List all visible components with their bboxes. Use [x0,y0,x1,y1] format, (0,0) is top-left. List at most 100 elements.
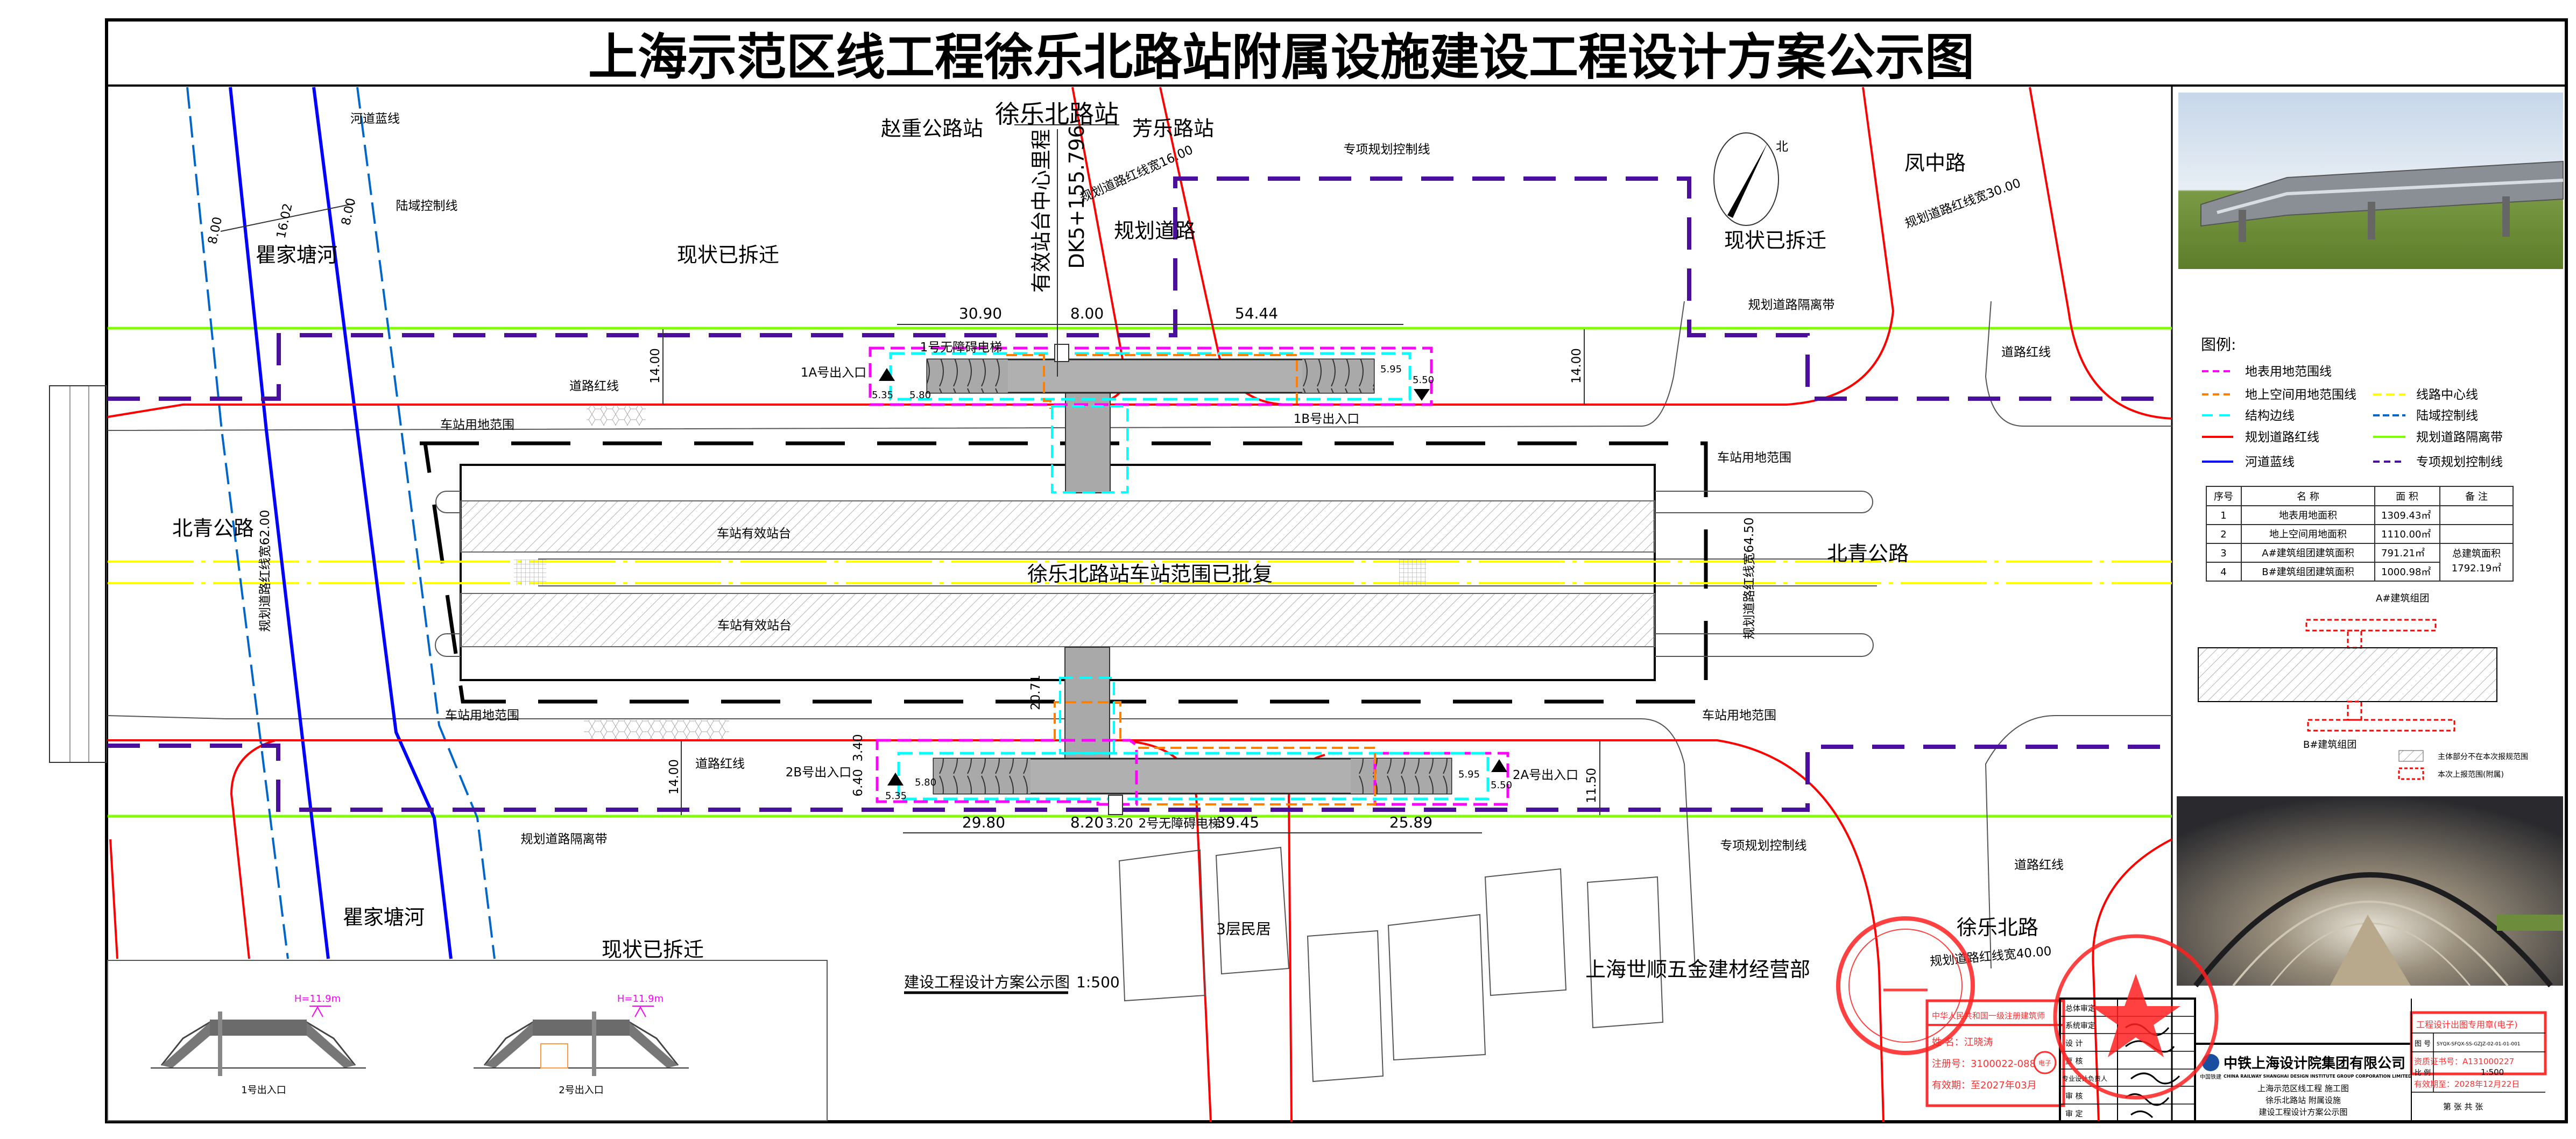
road-red-line-label-3: 道路红线 [695,757,745,771]
entrance-1a-label[interactable]: 1A号出入口 [801,366,866,380]
inset-scale: 1:500 [1076,973,1120,991]
elevator-2-label[interactable]: 2号无障碍电梯 [1139,817,1221,831]
legend-item: 结构边线 [2202,409,2295,423]
sign-row-label: 审 定 [2065,1110,2083,1119]
building-a-north [869,344,1433,493]
legend-item: 线路中心线 [2373,388,2478,402]
beiqing-road-label-east: 北青公路 [1827,542,1909,565]
scale-value: 1:500 [2481,1067,2504,1077]
elevation-inset: H=11.9m 1号出入口 H=11.9m 2号出入口 [107,960,828,1121]
beiqing-road-label-west: 北青公路 [172,517,254,540]
legend-item: 地表用地范围线 [2202,365,2332,379]
next-station-name: 芳乐路站 [1132,117,1214,140]
median-label-south: 规划道路隔离带 [521,832,608,846]
river-qujiatang [186,87,496,959]
fengzhong-road-label: 凤中路 [1904,151,1966,175]
table-cell: A#建筑组团建筑面积 [2262,548,2354,559]
legend-item: 河道蓝线 [2202,455,2295,469]
cluster-legend-main: 主体部分不在本次报规范围 [2438,752,2528,761]
dim-bot-e: 25.89 [1389,813,1432,831]
title-block: 中华人民共和国一级注册建筑师 姓 名：江晓涛 注册号：3100022-088 有… [1925,997,2547,1123]
drawing-no: SYQX-SFQX-SS-GZJZ-02-01-01-001 [2437,1042,2521,1047]
legend-label: 规划道路红线 [2245,430,2319,444]
legend-label: 河道蓝线 [2245,455,2295,469]
table-cell: 791.21㎡ [2381,547,2425,559]
architect-valid: 有效期：至2027年03月 [1932,1080,2037,1091]
road-red-line-label-4: 道路红线 [2014,858,2064,872]
total-area-label: 总建筑面积 [2452,548,2501,560]
sign-row-label: 审 核 [2065,1092,2083,1101]
north-label: 北 [1776,140,1788,154]
table-cell: 1110.00㎡ [2381,528,2431,540]
table-header: 备 注 [2465,491,2488,503]
legend-label: 线路中心线 [2416,388,2478,402]
residence-label: 3层民居 [1216,920,1271,938]
inset-title: 建设工程设计方案公示图 [904,973,1070,991]
project-line-2: 徐乐北路站 附属设施 [2266,1095,2341,1105]
sign-row-label: 系统审定 [2065,1022,2095,1030]
elevation-1-label: 1号出入口 [241,1085,286,1096]
company-name: 中铁上海设计院集团有限公司 [2224,1055,2405,1072]
table-cell: 地表用地面积 [2279,510,2337,521]
dim-passage: 20.71 [1029,675,1043,710]
dim-side-b: 6.40 [851,769,865,796]
drawing-no-label: 图 号 [2415,1040,2431,1048]
dim-setback-bottom: 14.00 [667,759,681,795]
elevator-1-label[interactable]: 1号无障碍电梯 [920,341,1003,355]
legend-item: 陆域控制线 [2373,409,2478,423]
station-land-range-label: 车站用地范围 [440,418,514,432]
station-land-range-label-4: 车站用地范围 [1702,709,1776,723]
river-blue-line-label: 河道蓝线 [350,112,400,126]
seal-header: 工程设计出图专用章(电子) [2416,1020,2518,1030]
entrance-1b-label[interactable]: 1B号出入口 [1294,412,1359,426]
dim-top-c: 54.44 [1235,305,1278,322]
project-line-3: 建设工程设计方案公示图 [2259,1107,2347,1117]
elevation-2-label: 2号出入口 [559,1085,603,1096]
scale-label: 比 例 [2415,1069,2431,1077]
table-header: 序号 [2214,491,2233,503]
station-land-range-label-2: 车站用地范围 [1717,451,1791,465]
road-width-16: 规划道路红线宽16.00 [1078,143,1195,206]
level-2a: 5.50 [1491,780,1512,791]
stamp-planning-bureau [1836,916,1975,1055]
table-header: 名 称 [2297,491,2319,503]
company-logo-text: 中国铁建 [2200,1073,2221,1080]
legend-item: 规划道路红线 [2202,430,2319,444]
elevation-2: H=11.9m 2号出入口 [474,993,689,1096]
legend-title: 图例: [2201,336,2236,353]
dim-side-a: 3.40 [851,734,865,761]
entrance-2b-label[interactable]: 2B号出入口 [786,766,851,780]
demolished-label-1: 现状已拆迁 [677,243,779,267]
legend-label: 陆域控制线 [2416,409,2478,423]
sign-row-label: 总体审定 [2065,1004,2095,1013]
dim-bot-b: 8.20 [1070,813,1104,831]
dim-river-left: 8.00 [206,216,225,246]
dimension-lines [220,124,1600,833]
platform-north [460,500,1655,553]
station-approved-label: 徐乐北路站车站范围已批复 [1027,562,1273,586]
station-main-body [460,464,1656,681]
hardware-store-label: 上海世顺五金建材经营部 [1585,958,1810,981]
company-name-en: CHINA RAILWAY SHANGHAI DESIGN INSTITUTE … [2224,1074,2412,1079]
building-b-south [876,647,1509,815]
entrance-arrow-icon [879,368,895,381]
dim-top-b: 8.00 [1070,305,1104,322]
previous-station-name: 赵重公路站 [881,117,983,140]
legend-item: 规划道路隔离带 [2373,430,2503,444]
area-table [2206,486,2514,582]
dim-setback-right: 14.00 [1570,348,1584,384]
entrance-2a-label[interactable]: 2A号出入口 [1513,768,1578,782]
elevation-1: H=11.9m 1号出入口 [151,993,366,1096]
height-mark-1: H=11.9m [294,993,341,1004]
dim-river-right: 8.00 [339,197,358,227]
special-control-line [108,176,2172,812]
electronic-mark: 电子 [2038,1059,2051,1067]
level-1b-inner: 5.95 [1380,364,1402,375]
north-arrow-icon [1727,143,1768,218]
table-cell: 4 [2220,567,2226,578]
legend-label: 地上空间用地范围线 [2245,388,2356,402]
cluster-a-label: A#建筑组团 [2376,593,2429,604]
table-cell: 地上空间用地面积 [2269,529,2347,540]
